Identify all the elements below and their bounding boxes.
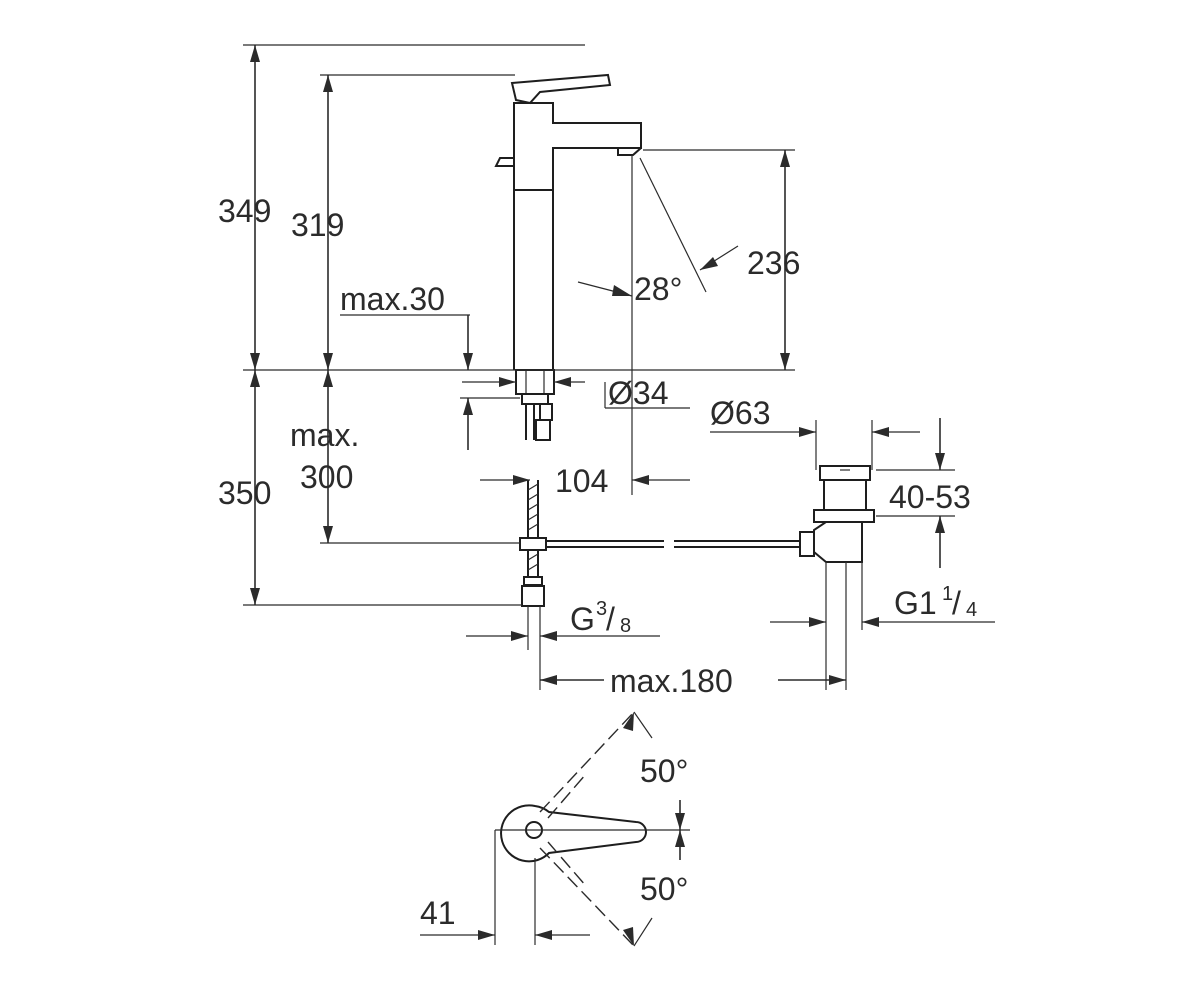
thread-g-numerator: 3	[596, 598, 607, 620]
dim-350: 350	[218, 475, 271, 511]
mounting-fixture	[515, 369, 555, 441]
dim-max-180: max.180	[610, 663, 733, 699]
top-view-lever	[420, 711, 690, 947]
dim-angle-50-bottom: 50°	[640, 871, 688, 907]
dim-diameter-34: Ø34	[608, 375, 668, 411]
thread-g-slash: /	[606, 601, 615, 637]
thread-g-denominator: 8	[620, 615, 631, 637]
dim-236: 236	[747, 245, 800, 281]
waste-fitting	[813, 465, 875, 563]
thread-g1-slash: /	[952, 585, 961, 621]
dimension-lines	[243, 44, 995, 690]
faucet-body	[494, 73, 642, 370]
thread-g1-denominator: 4	[966, 599, 977, 621]
dim-349: 349	[218, 193, 271, 229]
thread-g-label: G	[570, 601, 595, 637]
dim-319: 319	[291, 207, 344, 243]
dim-300: 300	[300, 459, 353, 495]
dim-max-30: max.30	[340, 281, 445, 317]
dim-angle-50-top: 50°	[640, 753, 688, 789]
thread-g1-numerator: 1	[942, 583, 953, 605]
thread-g1-label: G1	[894, 585, 937, 621]
dim-angle-28: 28°	[634, 271, 682, 307]
dim-diameter-63: Ø63	[710, 395, 770, 431]
popup-rod	[519, 531, 815, 557]
dim-max-word: max.	[290, 417, 359, 453]
dim-40-53: 40-53	[889, 479, 971, 515]
dim-41: 41	[420, 895, 456, 931]
dim-104: 104	[555, 463, 608, 499]
